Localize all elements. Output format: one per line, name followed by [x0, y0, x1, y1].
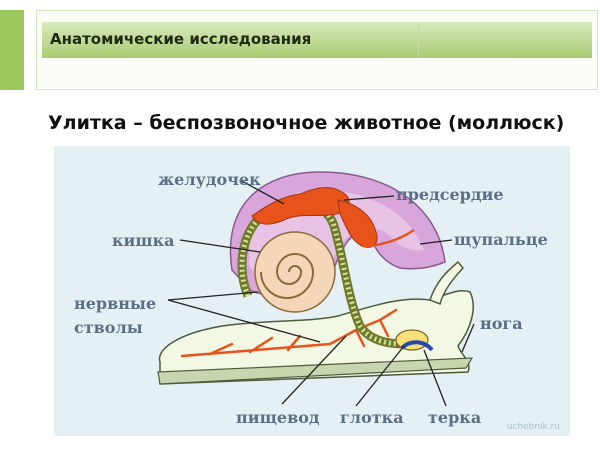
pharynx-organ — [395, 329, 429, 351]
sole — [157, 357, 474, 385]
label-intestine: кишка — [112, 231, 175, 250]
snail-body — [158, 289, 474, 385]
label-radula: терка — [428, 408, 482, 427]
tentacle — [429, 260, 464, 306]
nerve-cords-lines — [180, 308, 398, 358]
intestine-tube-stripes — [239, 200, 405, 347]
label-stomach: желудочек — [158, 170, 261, 189]
atrium-vessel — [361, 228, 415, 248]
label-atrium: предсердие — [396, 185, 504, 204]
shell-coil-outer — [254, 231, 336, 313]
label-tentacle: щупальце — [454, 230, 548, 249]
label-pharynx: глотка — [340, 408, 404, 427]
leader-lines — [167, 179, 475, 407]
watermark: uchebnik.ru — [506, 422, 560, 432]
label-esophagus: пищевод — [236, 408, 320, 427]
header-bar: Анатомические исследования — [0, 10, 600, 90]
header-divider — [418, 22, 419, 58]
accent-block — [0, 10, 24, 90]
shell-spiral — [260, 253, 315, 299]
label-foot: нога — [480, 314, 523, 333]
header-strip: Анатомические исследования — [42, 22, 592, 58]
label-nerve-cords: нервные стволы — [74, 294, 157, 337]
header-title: Анатомические исследования — [50, 30, 312, 48]
slide-title: Улитка – беспозвоночное животное (моллюс… — [48, 112, 565, 134]
